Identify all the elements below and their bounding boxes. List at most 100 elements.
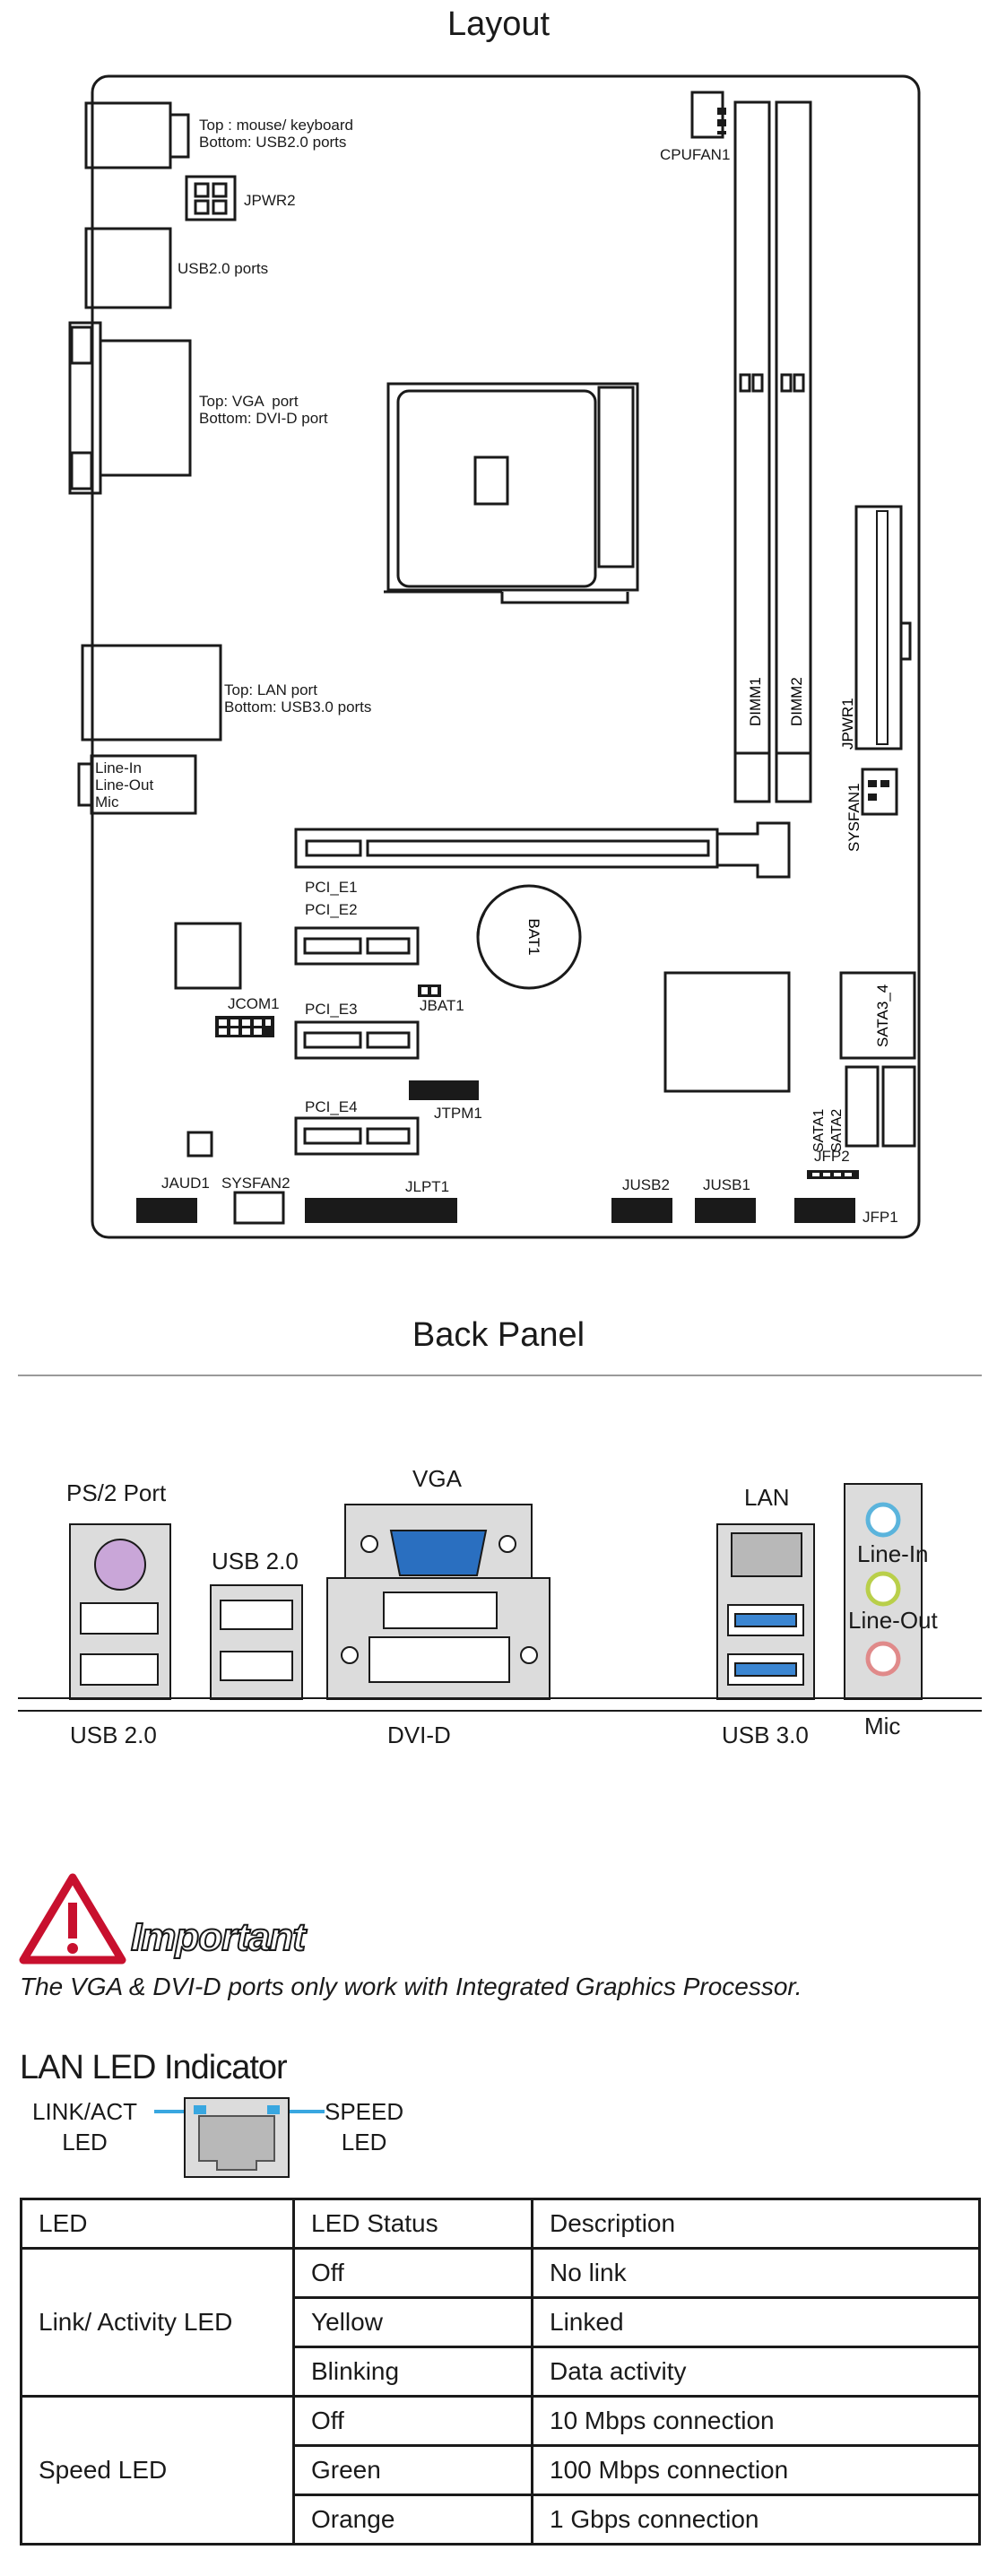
table-cell-status: Orange: [292, 2494, 533, 2546]
usb20-label: USB2.0 ports: [178, 260, 269, 277]
table-header-description: Description: [531, 2198, 981, 2250]
table-cell-status: Off: [292, 2395, 533, 2447]
line-out-label: Line-Out: [848, 1607, 938, 1634]
jusb2-header: [611, 1198, 672, 1223]
pci-e2-slot: [294, 926, 420, 966]
jusb1-header: [695, 1198, 756, 1223]
speed-led-icon: [267, 2105, 280, 2114]
ps2-usb-port-block: [84, 101, 172, 169]
mic-jack-icon: [865, 1641, 901, 1677]
table-row: Blinking Data activity: [22, 2346, 981, 2398]
jaud1-label: JAUD1: [161, 1175, 210, 1192]
sysfan2-connector: [233, 1191, 285, 1225]
vga-label: VGA: [412, 1465, 462, 1492]
chipset: [663, 971, 791, 1093]
vga-dvi-label: Top: VGA port Bottom: DVI-D port: [199, 393, 328, 427]
sata2-connector: [881, 1065, 916, 1148]
layout-title: Layout: [446, 5, 551, 43]
table-cell-description: Linked: [531, 2296, 981, 2348]
dimm2-label: DIMM2: [788, 677, 805, 726]
link-led-icon: [194, 2105, 206, 2114]
table-cell-description: 100 Mbps connection: [531, 2444, 981, 2496]
sysfan1-connector: [861, 768, 898, 816]
table-cell-led: Speed LED: [20, 2395, 295, 2546]
jusb2-label: JUSB2: [622, 1176, 670, 1193]
jpwr2-connector: [185, 175, 237, 221]
table-row: Yellow Linked: [22, 2296, 981, 2348]
ps2-usb-label: Top : mouse/ keyboard Bottom: USB2.0 por…: [199, 117, 353, 151]
led-table: LED LED Status Description Link/ Activit…: [20, 2198, 981, 2546]
jusb1-label: JUSB1: [703, 1176, 750, 1193]
usb20-bottom-label: USB 2.0: [70, 1722, 157, 1748]
mic-label: Mic: [864, 1713, 901, 1739]
jbat1-label: JBAT1: [420, 997, 464, 1014]
table-cell-status: Off: [292, 2247, 533, 2299]
lan-led-title: LAN LED Indicator: [20, 2049, 288, 2086]
table-header-status: LED Status: [292, 2198, 533, 2250]
jfp2-header: [807, 1170, 859, 1179]
sata1-connector: [845, 1065, 880, 1148]
audio-port-block: [90, 754, 197, 815]
dvi-port-icon: [368, 1636, 510, 1683]
back-panel-diagram: [18, 1483, 982, 1712]
usb20-top-label: USB 2.0: [212, 1548, 299, 1574]
jtpm1-label: JTPM1: [434, 1105, 482, 1122]
usb30-label: USB 3.0: [722, 1722, 809, 1748]
motherboard-diagram: DIMM1 DIMM2 JPWR1 SYSFAN1 BAT1 SATA3_4 S…: [68, 74, 921, 1239]
lan-led-diagram: [154, 2097, 325, 2178]
sata3-4-label: SATA3_4: [874, 984, 891, 1047]
pci-e4-label: PCI_E4: [305, 1098, 358, 1115]
sata1-label: SATA1: [811, 1109, 827, 1152]
jaud1-header: [136, 1198, 197, 1223]
table-cell-led: Link/ Activity LED: [20, 2247, 295, 2398]
dimm2-slot: [775, 100, 812, 803]
pci-e3-label: PCI_E3: [305, 1001, 358, 1018]
vga-dvi-port-block: [99, 339, 192, 477]
table-row: Orange 1 Gbps connection: [22, 2494, 981, 2546]
lan-usb3-port-block: [81, 644, 222, 742]
line-out-jack-icon: [865, 1571, 901, 1607]
table-row: Green 100 Mbps connection: [22, 2444, 981, 2496]
table-row: Link/ Activity LED Off No link: [20, 2247, 981, 2398]
jpwr2-label: JPWR2: [244, 192, 296, 209]
sysfan1-label: SYSFAN1: [845, 783, 863, 852]
table-cell-status: Yellow: [292, 2296, 533, 2348]
table-header-led: LED: [20, 2198, 295, 2250]
speed-led-label: SPEED LED: [325, 2098, 404, 2155]
lan-port-icon: [731, 1532, 802, 1577]
table-header-row: LED LED Status Description: [20, 2198, 981, 2250]
table-cell-status: Green: [292, 2444, 533, 2496]
cpu-socket: [386, 382, 639, 592]
audio-label: Line-In Line-Out Mic: [95, 759, 154, 811]
pci-e4-slot: [294, 1116, 420, 1156]
line-in-jack-icon: [865, 1502, 901, 1538]
table-cell-description: 10 Mbps connection: [531, 2395, 981, 2447]
table-cell-status: Blinking: [292, 2346, 533, 2398]
jfp1-label: JFP1: [863, 1209, 898, 1226]
pci-e1-slot: [294, 828, 719, 869]
jtpm1-header: [409, 1080, 479, 1100]
lan-label: LAN: [744, 1484, 790, 1511]
jpwr1-label: JPWR1: [839, 698, 856, 750]
ps2-port-icon: [94, 1539, 146, 1591]
table-row: Speed LED Off 10 Mbps connection: [20, 2395, 981, 2546]
jfp1-header: [794, 1198, 855, 1223]
dimm1-slot: [733, 100, 771, 803]
jfp2-label: JFP2: [814, 1148, 850, 1165]
back-panel-title: Back Panel: [412, 1316, 585, 1354]
jpwr1-connector: [854, 505, 903, 750]
line-in-label: Line-In: [857, 1540, 929, 1567]
sata3-4-connector: [839, 971, 916, 1060]
board-outline: [91, 74, 921, 1239]
dimm1-label: DIMM1: [747, 677, 764, 726]
pci-e3-slot: [294, 1020, 420, 1060]
vga-port-icon: [389, 1530, 488, 1576]
cpufan1-label: CPUFAN1: [660, 146, 731, 163]
bat1-label: BAT1: [525, 918, 542, 955]
back-panel-divider: [18, 1375, 982, 1376]
sata2-label: SATA2: [829, 1109, 845, 1152]
dvi-d-label: DVI-D: [387, 1722, 451, 1748]
pci-e2-label: PCI_E2: [305, 901, 358, 918]
table-cell-description: Data activity: [531, 2346, 981, 2398]
link-act-led-label: LINK/ACT LED: [32, 2098, 138, 2155]
